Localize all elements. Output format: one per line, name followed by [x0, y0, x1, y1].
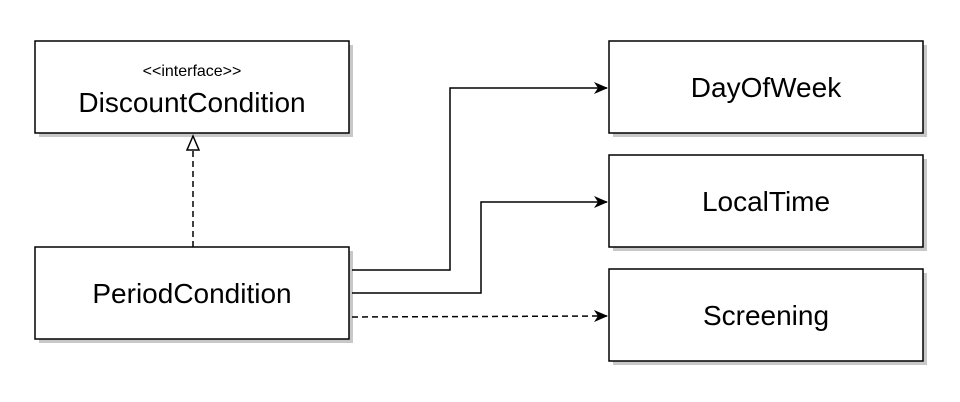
- class-name-discount-condition: DiscountCondition: [78, 87, 305, 118]
- association-edge-localtime: [352, 196, 608, 294]
- class-name-local-time: LocalTime: [702, 186, 830, 217]
- hollow-triangle-arrowhead: [185, 134, 201, 151]
- class-name-day-of-week: DayOfWeek: [691, 72, 842, 103]
- class-box-local-time[interactable]: LocalTime: [608, 154, 924, 248]
- class-box-day-of-week[interactable]: DayOfWeek: [608, 40, 924, 134]
- class-box-screening[interactable]: Screening: [608, 268, 924, 362]
- association-edge-dayofweek: [352, 82, 608, 271]
- class-name-screening: Screening: [703, 300, 829, 331]
- class-box-period-condition[interactable]: PeriodCondition: [34, 246, 350, 340]
- class-name-period-condition: PeriodCondition: [92, 278, 291, 309]
- class-box-discount-condition[interactable]: <<interface>> DiscountCondition: [34, 40, 350, 134]
- realization-edge: [185, 134, 201, 247]
- dependency-edge-screening: [351, 310, 608, 323]
- stereotype-label: <<interface>>: [143, 63, 242, 80]
